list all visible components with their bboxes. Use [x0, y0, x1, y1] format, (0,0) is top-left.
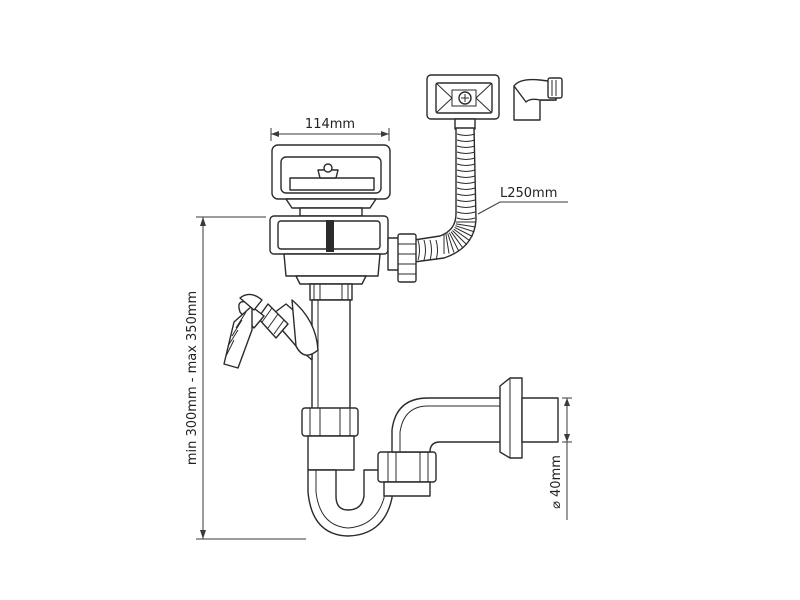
lower-union-nut: [377, 451, 437, 497]
overflow-outlet-box: [426, 74, 500, 130]
hose-rib: [445, 233, 450, 254]
hose-rib: [456, 211, 476, 214]
corrugated-overflow-hose: [413, 127, 477, 263]
hose-rib: [435, 239, 438, 261]
sink-outlet-body: [269, 215, 389, 301]
hose-rib: [417, 239, 420, 261]
hose-rib: [456, 151, 476, 154]
hose-rib: [423, 239, 426, 261]
strainer-basket: [271, 144, 391, 217]
height-range-dimension: min 300mm - max 350mm: [185, 216, 306, 540]
outlet-arm: [391, 397, 505, 453]
overflow-nut-connector: [387, 233, 417, 283]
dishwasher-branch-connector: [223, 293, 319, 369]
hose-rib: [456, 145, 476, 148]
vertical-tailpipe: [311, 299, 351, 411]
hose-rib: [450, 231, 464, 249]
wall-flange: [499, 377, 559, 459]
hose-rib: [456, 169, 476, 172]
hose-rib: [453, 228, 471, 242]
width-dimension-label: 114mm: [305, 117, 355, 132]
hose-rib: [455, 225, 475, 233]
hose-rib: [456, 133, 476, 136]
overflow-elbow-connector: [513, 77, 563, 121]
upper-union-nut: [301, 407, 359, 471]
width-dimension: 114mm: [270, 117, 390, 141]
pipe-diameter-dimension: ⌀ 40mm: [549, 397, 572, 520]
hose-rib: [456, 187, 476, 190]
hose-length-label: L250mm: [500, 186, 557, 201]
hose-rib: [456, 199, 476, 202]
hose-rib: [456, 193, 476, 196]
hose-rib: [455, 223, 476, 228]
hose-length-dimension: L250mm: [477, 186, 568, 215]
pipe-diameter-label: ⌀ 40mm: [549, 455, 564, 509]
hose-rib: [456, 157, 476, 160]
hose-rib: [456, 205, 476, 208]
hose-rib: [456, 217, 476, 220]
hose-rib: [447, 233, 455, 253]
hose-rib: [456, 139, 476, 142]
hose-rib: [456, 181, 476, 184]
hose-rib: [448, 232, 459, 251]
hose-rib: [454, 226, 473, 237]
hose-rib: [452, 230, 467, 245]
hose-rib: [456, 175, 476, 178]
hose-rib: [456, 163, 476, 166]
hose-rib: [429, 239, 432, 261]
height-range-label: min 300mm - max 350mm: [185, 291, 200, 465]
